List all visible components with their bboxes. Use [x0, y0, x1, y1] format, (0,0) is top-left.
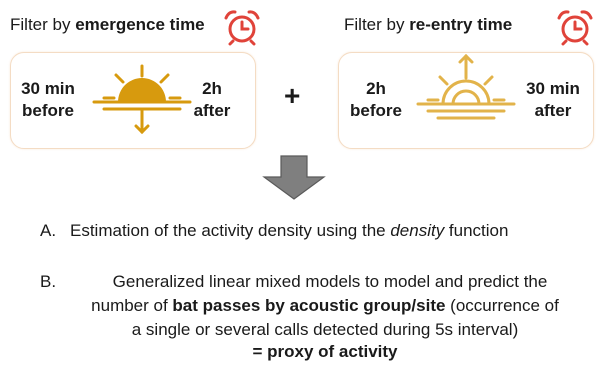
step-b-line3: a single or several calls detected durin… [131, 320, 519, 339]
alarm-clock-icon [224, 10, 260, 46]
step-a-marker: A. [40, 221, 57, 240]
down-arrow-icon [262, 155, 326, 200]
sunrise-icon [416, 53, 516, 120]
step-b-marker: B. [40, 272, 57, 291]
step-b: Generalized linear mixed models to model… [60, 270, 590, 364]
step-a: A.Estimation of the activity density usi… [40, 221, 509, 240]
step-b-line1: Generalized linear mixed models to model… [112, 272, 548, 291]
right-heading: Filter by re-entry time [344, 15, 513, 34]
left-heading: Filter by emergence time [10, 15, 205, 34]
alarm-clock-icon [557, 10, 593, 46]
plus-operator: + [284, 80, 301, 111]
step-b-line2: number of bat passes by acoustic group/s… [91, 296, 559, 315]
step-b-line4: = proxy of activity [252, 342, 398, 361]
sunset-icon [92, 64, 192, 135]
